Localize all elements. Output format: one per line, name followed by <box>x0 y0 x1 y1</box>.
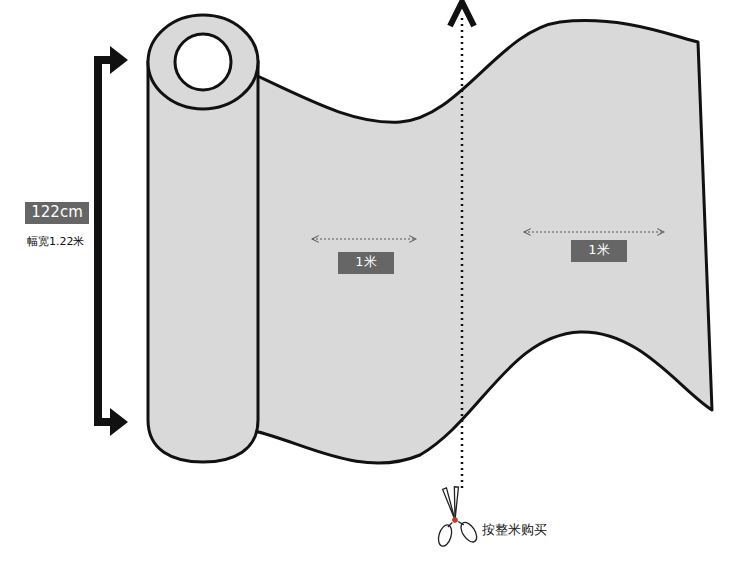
purchase-note: 按整米购买 <box>482 521 547 539</box>
fabric-sheet <box>240 21 712 464</box>
dimension-arrow <box>524 231 664 232</box>
fabric-roll <box>148 15 258 462</box>
dimension-tag: 122cm <box>25 202 89 224</box>
dimension-text: 1米 <box>577 241 621 259</box>
cut-line <box>461 14 464 488</box>
scissors-icon <box>429 484 481 549</box>
dimension-arrow <box>312 238 416 239</box>
width-bracket <box>98 46 128 436</box>
width-note: 幅宽1.22米 <box>27 234 85 249</box>
dimension-tag: 1米 <box>571 240 627 262</box>
dimension-tag: 1米 <box>338 252 394 274</box>
dimension-text: 122cm <box>31 203 83 221</box>
dimension-text: 1米 <box>344 253 388 271</box>
